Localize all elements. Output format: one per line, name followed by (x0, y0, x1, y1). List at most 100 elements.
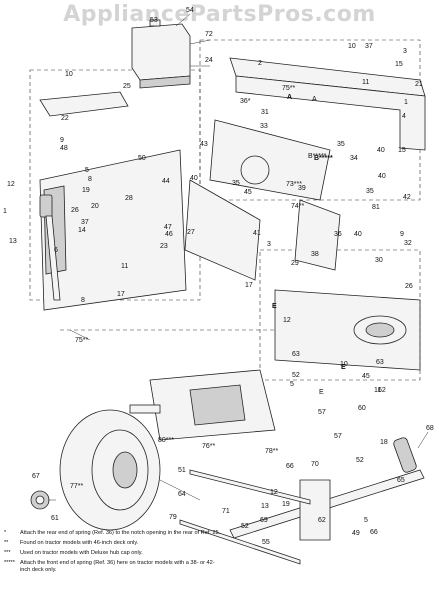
callout: 52 (292, 372, 300, 379)
leader-lines (48, 13, 429, 501)
callout: 19 (82, 187, 90, 194)
linkage-assembly (184, 119, 341, 281)
callout: 17 (117, 291, 125, 298)
callout: 13 (9, 238, 17, 245)
footnote-marker: *** (4, 550, 11, 556)
callout: 35 (366, 188, 374, 195)
callout: 71 (222, 508, 230, 515)
callout: 27 (187, 229, 195, 236)
callout: 9 (400, 231, 404, 238)
callout: 51 (178, 467, 186, 474)
callout: 3 (403, 48, 407, 55)
callout: 57 (334, 433, 342, 440)
callout: 75** (282, 85, 296, 92)
diagram-letter-e: E (341, 364, 346, 371)
callout: 47 (164, 224, 172, 231)
callout: B***** (308, 153, 327, 160)
footnote-1: * Attach the rear end of spring (Ref. 36… (4, 530, 224, 537)
callout: E (319, 389, 324, 396)
callout: 67 (32, 473, 40, 480)
callout: 68 (426, 425, 434, 432)
footnote-2: ** Found on tractor models with 46-inch … (4, 540, 224, 547)
callout: 19 (282, 501, 290, 508)
callout: 63 (376, 359, 384, 366)
control-rods (179, 469, 311, 565)
footnote-text: Found on tractor models with 46-inch dec… (20, 540, 139, 546)
callout: 10 (348, 43, 356, 50)
callout: 1 (3, 208, 7, 215)
callout: 11 (121, 263, 128, 270)
frame-rail (229, 57, 426, 151)
diagram-letter-a: A (287, 94, 292, 101)
diagram-letter-b: B***** (314, 155, 333, 162)
callout: 20 (91, 203, 99, 210)
callout: 70 (311, 461, 319, 468)
callout: 5 (364, 517, 368, 524)
callout: 62 (378, 387, 386, 394)
callout: 41 (253, 230, 261, 237)
callout: 74** (291, 203, 305, 210)
rear-tire (59, 409, 161, 531)
callout: 26 (405, 283, 413, 290)
callout: 38 (311, 251, 319, 258)
callout: 52 (241, 523, 249, 530)
callout: 12 (283, 317, 291, 324)
footnote-text: Attach the rear end of spring (Ref. 36) … (20, 530, 221, 536)
callout: 12 (270, 489, 278, 496)
callout: 62 (318, 517, 326, 524)
footnote-3: *** Used on tractor models with Deluxe h… (4, 550, 224, 557)
callout: 23 (160, 243, 168, 250)
left-frame (39, 91, 187, 311)
callout: 55 (262, 539, 270, 546)
callout: 78** (265, 448, 279, 455)
callout: 36 (334, 231, 342, 238)
callout: 3 (267, 241, 271, 248)
callout-numbers: 54 53 72 24 2 10 37 3 15 10 11 25 21 22 … (3, 7, 434, 546)
callout: 45 (244, 189, 252, 196)
callout: 42 (403, 194, 411, 201)
callout: 53 (150, 17, 158, 24)
callout: 21 (415, 81, 423, 88)
callout: 73*** (286, 181, 302, 188)
callout: 26 (71, 207, 79, 214)
callout: 40 (190, 175, 198, 182)
callout: 75** (75, 337, 89, 344)
callout: 43 (200, 141, 208, 148)
callout: 79 (169, 514, 177, 521)
rear-deck-plate (274, 289, 421, 371)
callout: 9 (60, 137, 64, 144)
callout: 22 (61, 115, 69, 122)
callout: 5 (290, 381, 294, 388)
callout: 69 (260, 517, 268, 524)
callout: 80*** (158, 437, 174, 444)
callout: 63 (292, 351, 300, 358)
callout: 39 (298, 185, 306, 192)
hub-cap (30, 490, 50, 510)
callout: 15 (395, 61, 403, 68)
callout: 8 (81, 297, 85, 304)
callout: 15 (398, 147, 406, 154)
callout: 32 (404, 240, 412, 247)
callout: 60 (358, 405, 366, 412)
footnote-marker: ** (4, 540, 9, 546)
lift-lever (229, 437, 425, 541)
footnote-marker: * (4, 530, 7, 536)
callout: 4 (402, 113, 406, 120)
callout: 44 (162, 178, 170, 185)
callout: 66 (370, 529, 378, 536)
callout: 37 (365, 43, 373, 50)
callout: 29 (291, 260, 299, 267)
callout: 37 (81, 219, 89, 226)
callout: 35 (337, 141, 345, 148)
callout: 18 (380, 439, 388, 446)
callout: 40 (377, 147, 385, 154)
callout: 40 (378, 173, 386, 180)
callout: 57 (318, 409, 326, 416)
callout: 49 (352, 530, 360, 537)
callout: 77** (70, 483, 84, 490)
callout: 72 (205, 31, 213, 38)
callout: 24 (205, 57, 213, 64)
callout: 12 (7, 181, 15, 188)
watermark: AppliancePartsPros.com (63, 2, 376, 27)
